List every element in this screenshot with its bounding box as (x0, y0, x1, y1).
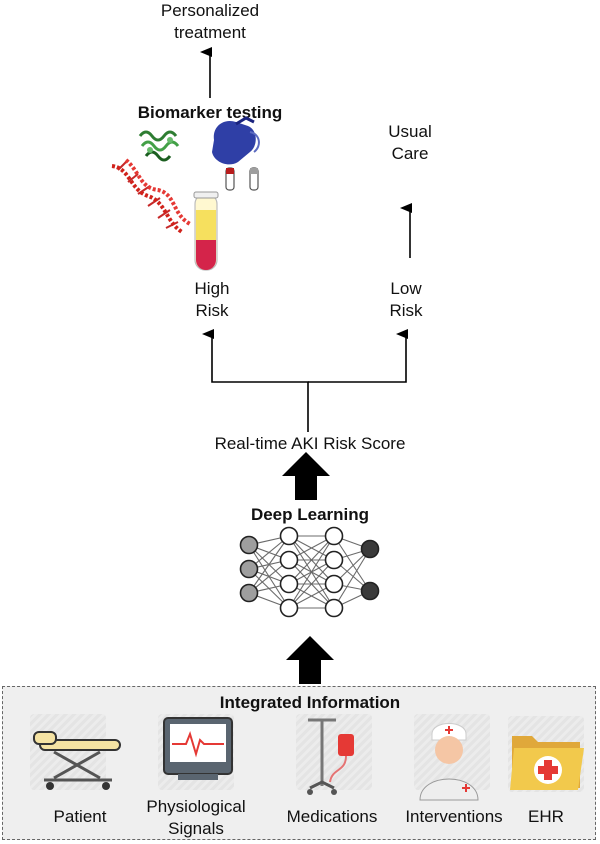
diagram-graphics (111, 47, 412, 684)
input-neuron (239, 559, 259, 579)
hidden-neuron (279, 574, 299, 594)
iv-drip-tile (296, 714, 372, 790)
dna-icon (111, 158, 192, 234)
input-label-physiological-signals: Physiological Signals (146, 797, 246, 838)
output-neuron (360, 539, 380, 559)
risk-score-label: Real-time AKI Risk Score (214, 434, 406, 453)
network-edge (333, 548, 371, 609)
protein-icon (138, 130, 180, 162)
monitor-icon (163, 717, 233, 780)
input-neuron (239, 535, 259, 555)
block-arrow-to-model (286, 636, 334, 684)
hidden-neuron (324, 598, 344, 618)
integrated-information-title: Integrated Information (219, 693, 401, 712)
network-edge (248, 535, 290, 594)
stretcher-icon (33, 731, 121, 790)
hidden-neuron (279, 598, 299, 618)
hidden-neuron (324, 550, 344, 570)
output-neuron (360, 581, 380, 601)
input-neuron (239, 583, 259, 603)
deep-learning-title: Deep Learning (250, 505, 370, 524)
risk-split-connector (202, 329, 309, 432)
hidden-neuron (279, 526, 299, 546)
gloved-hand-icon (212, 116, 260, 191)
nurse-icon (419, 723, 479, 801)
input-label-patient: Patient (53, 807, 107, 826)
input-label-interventions: Interventions (405, 807, 503, 826)
risk-split-connector-right (308, 329, 408, 383)
input-label-ehr: EHR (528, 807, 564, 826)
medical-folder-icon (510, 736, 584, 790)
hidden-neuron (324, 526, 344, 546)
network-edge (288, 535, 335, 609)
stretcher-tile (30, 714, 106, 790)
block-arrow-to-score (282, 452, 330, 500)
high-risk-label: High Risk (194, 279, 230, 320)
network-edge (288, 559, 335, 609)
hidden-neuron (324, 574, 344, 594)
personalized-treatment-label: Personalized treatment (160, 1, 260, 42)
network-edge (333, 535, 371, 592)
input-label-medications: Medications (286, 807, 378, 826)
blood-tube-icon (193, 191, 219, 271)
usual-care-label: Usual Care (388, 122, 432, 163)
network-edge (288, 535, 335, 585)
iv-drip-icon (307, 718, 354, 795)
low-risk-label: Low Risk (389, 279, 423, 320)
hidden-neuron (279, 550, 299, 570)
